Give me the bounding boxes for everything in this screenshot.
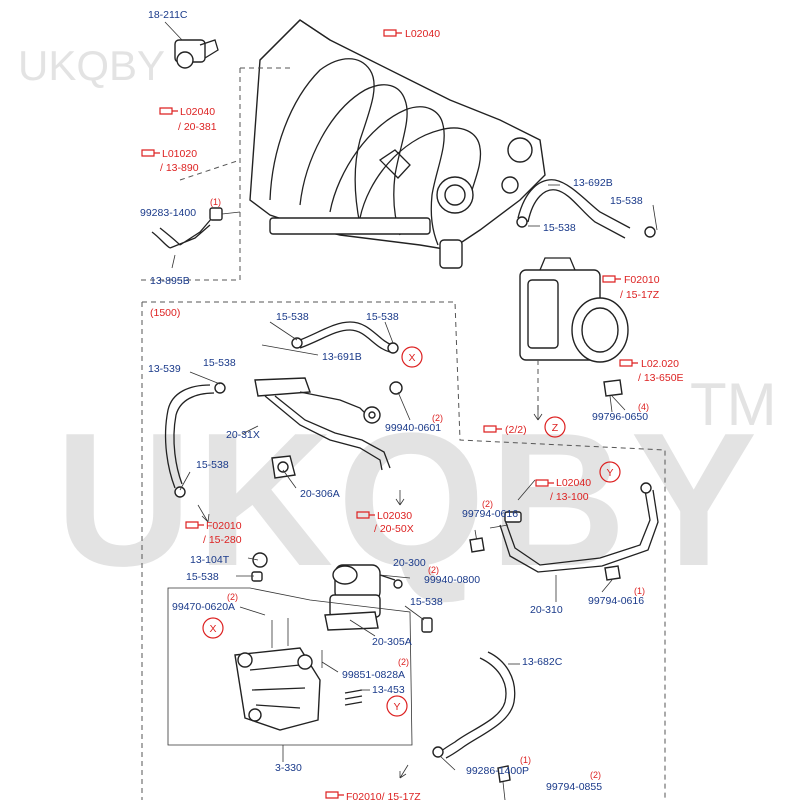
bracket-20-31x bbox=[254, 377, 391, 471]
marker-z-circle bbox=[544, 416, 566, 438]
part-99794-0616: 99794-0616 bbox=[462, 508, 518, 520]
part-18-211c: 18-211C bbox=[148, 9, 188, 21]
ref-l02040: L02040 bbox=[556, 477, 591, 489]
watermark-large: UKQBY bbox=[55, 394, 761, 606]
pipe-13-691b bbox=[299, 321, 393, 353]
hose-13-682c bbox=[439, 651, 516, 759]
qty-label: (2) bbox=[590, 770, 601, 780]
marker-y-upper-circle bbox=[599, 461, 621, 483]
reference-pointer-icons bbox=[141, 29, 638, 799]
ref-f02010: F02010 bbox=[624, 274, 660, 286]
qty-label: (4) bbox=[638, 402, 649, 412]
part-15-538: 15-538 bbox=[366, 311, 399, 323]
part-13-895b: 13-895B bbox=[150, 275, 190, 287]
marker-x-lower: X bbox=[209, 623, 216, 635]
group-boundary bbox=[141, 301, 666, 800]
part-15-538: 15-538 bbox=[196, 459, 229, 471]
part-15-538: 15-538 bbox=[410, 596, 443, 608]
hose-13-692b bbox=[517, 179, 631, 239]
part-15-538: 15-538 bbox=[186, 571, 219, 583]
qty-label: (1) bbox=[210, 197, 221, 207]
part-99470-0620a: 99470-0620A bbox=[172, 601, 235, 613]
watermark-tm: TM bbox=[690, 371, 777, 438]
qty-label: (2) bbox=[432, 413, 443, 423]
ref-l02030: L02030 bbox=[377, 510, 412, 522]
ref-l02040: L02040 bbox=[180, 106, 215, 118]
part-15-538: 15-538 bbox=[203, 357, 236, 369]
pipe-20-310 bbox=[499, 489, 659, 573]
ref-20-50x: / 20-50X bbox=[374, 523, 414, 535]
ref-15-280: / 15-280 bbox=[203, 534, 242, 546]
group-label-1500: (1500) bbox=[150, 307, 180, 319]
part-20-310: 20-310 bbox=[530, 604, 563, 616]
part-99794-0855: 99794-0855 bbox=[546, 781, 602, 793]
part-99796-0650: 99796-0650 bbox=[592, 411, 648, 423]
part-99851-0828a: 99851-0828A bbox=[342, 669, 405, 681]
qty-label: (1) bbox=[520, 755, 531, 765]
ref-2-of-2: (2/2) bbox=[505, 424, 527, 436]
marker-x-lower-circle bbox=[202, 617, 224, 639]
throttle-body bbox=[519, 257, 629, 363]
subassembly-box bbox=[167, 587, 413, 746]
hose-13-895b bbox=[151, 217, 213, 249]
egr-valve-20-300 bbox=[329, 564, 396, 618]
qty-label: (2) bbox=[482, 499, 493, 509]
ref-13-650e: / 13-650E bbox=[638, 372, 684, 384]
marker-y-lower-circle bbox=[386, 695, 408, 717]
part-20-300: 20-300 bbox=[393, 557, 426, 569]
part-20-31x: 20-31X bbox=[226, 429, 260, 441]
intake-manifold bbox=[249, 19, 546, 269]
part-13-453: 13-453 bbox=[372, 684, 405, 696]
qty-label: (2) bbox=[398, 657, 409, 667]
qty-label: (2) bbox=[227, 592, 238, 602]
ref-13-890: / 13-890 bbox=[160, 162, 199, 174]
marker-z: Z bbox=[552, 422, 559, 434]
marker-x-upper: X bbox=[408, 352, 415, 364]
qty-label: (2) bbox=[428, 565, 439, 575]
part-99940-0601: 99940-0601 bbox=[385, 422, 441, 434]
ref-l01020: L01020 bbox=[162, 148, 197, 160]
part-99286-1400p: 99286-1400P bbox=[466, 765, 529, 777]
part-20-306a: 20-306A bbox=[300, 488, 340, 500]
ref-l02040: L02040 bbox=[405, 28, 440, 40]
part-15-538: 15-538 bbox=[543, 222, 576, 234]
cap-13-104t bbox=[252, 552, 268, 568]
marker-y-lower: Y bbox=[393, 701, 400, 713]
part-15-538: 15-538 bbox=[276, 311, 309, 323]
watermark-small: UKQBY bbox=[18, 42, 165, 89]
outlet-3-330 bbox=[234, 647, 321, 731]
hose-13-539 bbox=[164, 384, 215, 489]
part-13-691b: 13-691B bbox=[322, 351, 362, 363]
part-99940-0800: 99940-0800 bbox=[424, 574, 480, 586]
leader-lines bbox=[179, 184, 626, 771]
qty-label: (1) bbox=[634, 586, 645, 596]
part-99283-1400: 99283-1400 bbox=[140, 207, 196, 219]
sensor-18-211c bbox=[174, 39, 219, 69]
ref-f02010: F02010 bbox=[206, 520, 242, 532]
ref-f02010-15-17z: F02010/ 15-17Z bbox=[346, 791, 421, 800]
part-13-682c: 13-682C bbox=[522, 656, 563, 668]
part-15-538: 15-538 bbox=[610, 195, 643, 207]
ref-l02020: L02.020 bbox=[641, 358, 679, 370]
part-20-305a: 20-305A bbox=[372, 636, 412, 648]
part-13-104t: 13-104T bbox=[190, 554, 230, 566]
reference-arrows bbox=[197, 405, 543, 779]
ref-13-100: / 13-100 bbox=[550, 491, 589, 503]
marker-y-upper: Y bbox=[606, 467, 613, 479]
part-13-692b: 13-692B bbox=[573, 177, 613, 189]
part-99794-0616: 99794-0616 bbox=[588, 595, 644, 607]
marker-x-upper-circle bbox=[401, 346, 423, 368]
ref-20-381: / 20-381 bbox=[178, 121, 217, 133]
part-13-539: 13-539 bbox=[148, 363, 181, 375]
ref-15-17z: / 15-17Z bbox=[620, 289, 660, 301]
part-3-330: 3-330 bbox=[275, 762, 302, 774]
spring-13-453 bbox=[344, 689, 363, 706]
